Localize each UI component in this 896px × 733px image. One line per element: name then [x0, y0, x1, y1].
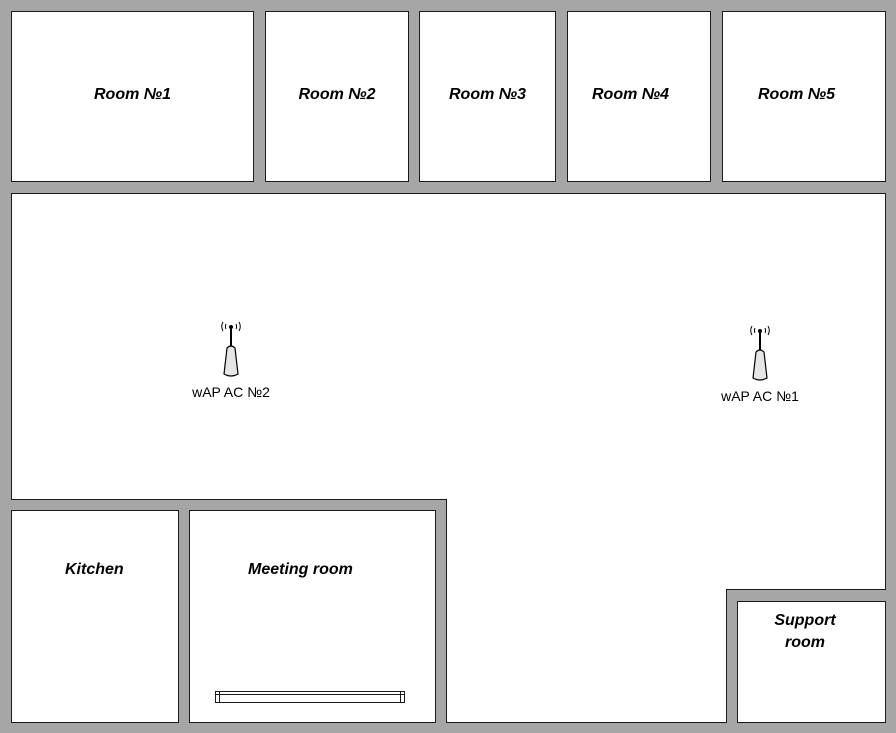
room-2: Room №2 — [265, 11, 409, 182]
support-room: Support room — [737, 601, 886, 723]
room-1-label: Room №1 — [93, 86, 171, 103]
meeting-room-label: Meeting room — [248, 561, 353, 578]
room-1: Room №1 — [11, 11, 254, 182]
room-4: Room №4 — [567, 11, 711, 182]
room-5: Room №5 — [722, 11, 886, 182]
wireless-access-point-icon — [221, 321, 241, 377]
wireless-access-point-icon — [750, 325, 770, 381]
ap-2-label: wAP AC №2 — [192, 384, 270, 400]
kitchen: Kitchen — [11, 510, 179, 723]
ap-1-label: wAP AC №1 — [721, 388, 799, 404]
kitchen-label: Kitchen — [65, 561, 124, 578]
table-icon — [215, 691, 405, 703]
room-2-label: Room №2 — [298, 86, 376, 103]
room-3: Room №3 — [419, 11, 556, 182]
room-4-label: Room №4 — [592, 86, 670, 103]
room-5-label: Room №5 — [758, 86, 836, 103]
meeting-room: Meeting room — [189, 510, 436, 723]
support-room-label: Support room — [774, 612, 836, 651]
room-3-label: Room №3 — [448, 86, 526, 103]
